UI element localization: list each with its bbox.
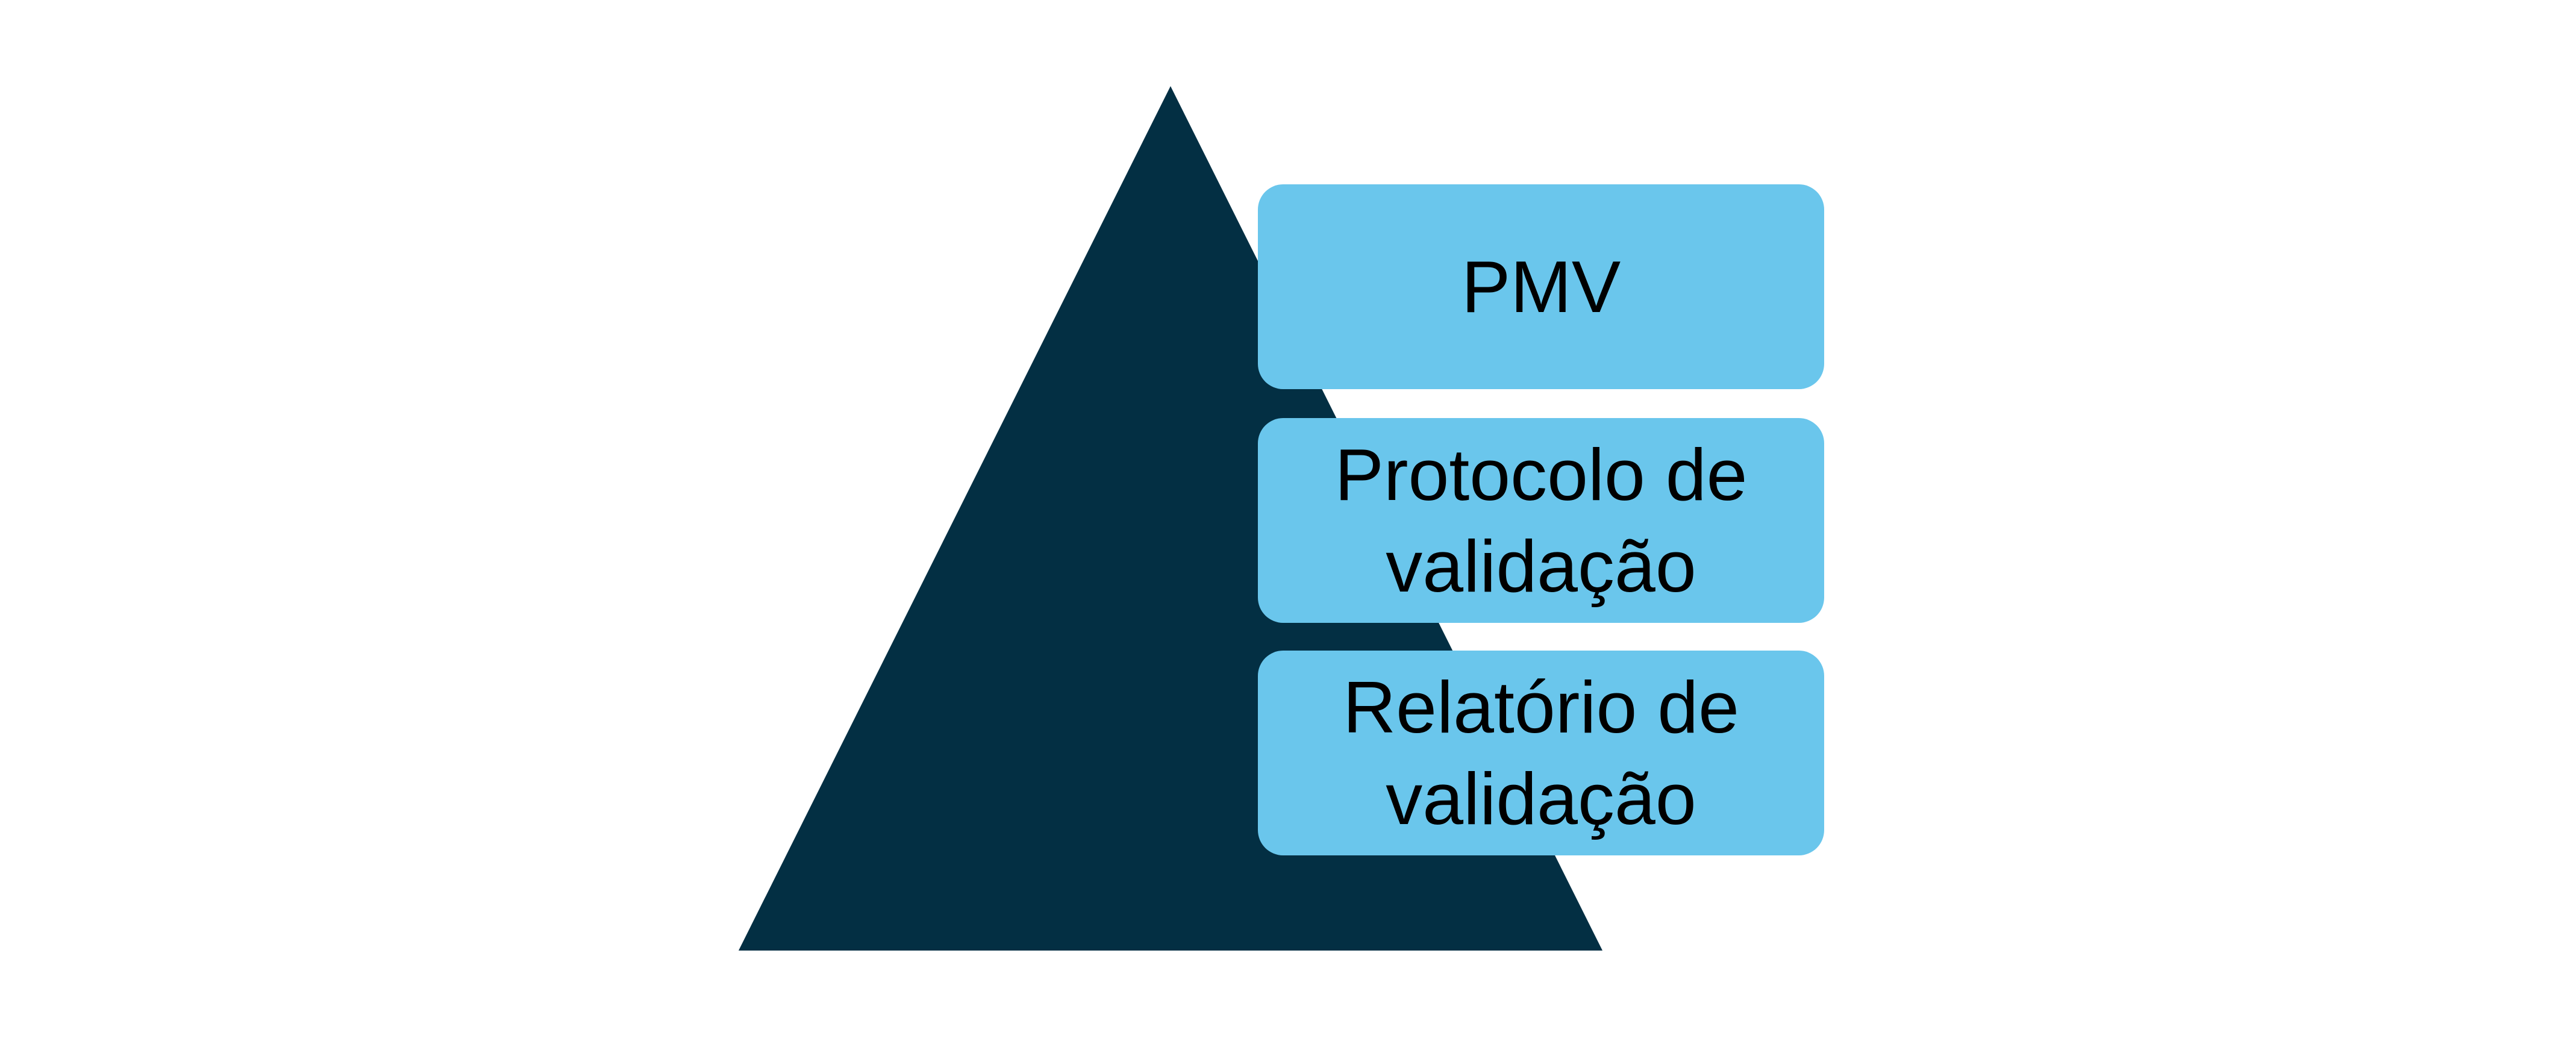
level-label-pmv: PMV xyxy=(1461,245,1621,328)
level-box-protocolo-de-validacao: Protocolo de validação xyxy=(1258,418,1824,623)
level-box-pmv: PMV xyxy=(1258,184,1824,389)
level-label-protocolo-de-validacao: Protocolo de validação xyxy=(1334,433,1748,608)
level-label-relatorio-de-validacao: Relatório de validação xyxy=(1343,666,1739,840)
level-box-relatorio-de-validacao: Relatório de validação xyxy=(1258,651,1824,855)
